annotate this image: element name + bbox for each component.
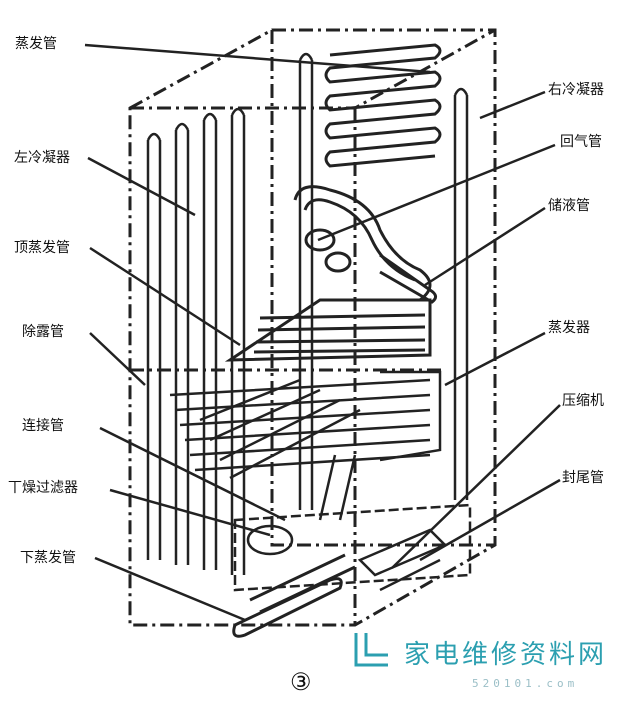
watermark-logo-icon [354, 633, 388, 667]
label-accumulator: 储液管 [548, 198, 590, 214]
middle-evaporator [224, 298, 432, 362]
label-connect-tube: 连接管 [22, 418, 64, 434]
top-evaporator-coil [324, 43, 442, 168]
label-top-evaporator-tube: 顶蒸发管 [14, 240, 70, 256]
return-and-accumulator [293, 185, 437, 304]
label-dew-remove-tube: 除露管 [22, 324, 64, 340]
label-dryer-filter: 丅燥过滤器 [8, 480, 78, 496]
lower-evaporator [169, 370, 442, 480]
label-compressor: 压缩机 [562, 393, 604, 409]
label-bottom-evaporator-tube: 下蒸发管 [20, 550, 76, 566]
bottom-evaporator-tubes [232, 553, 356, 638]
label-return-tube: 回气管 [560, 134, 602, 150]
label-evaporator-tube: 蒸发管 [15, 36, 57, 52]
label-left-condenser: 左冷凝器 [14, 150, 70, 166]
figure-caption: ③ [290, 668, 312, 696]
label-seal-tube: 封尾管 [562, 470, 604, 486]
watermark-url: 520101.com [472, 677, 579, 690]
label-evaporator: 蒸发器 [548, 320, 590, 336]
left-condenser-tubes [146, 107, 246, 575]
leader-lines [84, 43, 561, 622]
watermark-text: 家电维修资料网 [404, 640, 608, 670]
right-condenser-tubes [298, 52, 469, 510]
label-right-condenser: 右冷凝器 [548, 82, 604, 98]
